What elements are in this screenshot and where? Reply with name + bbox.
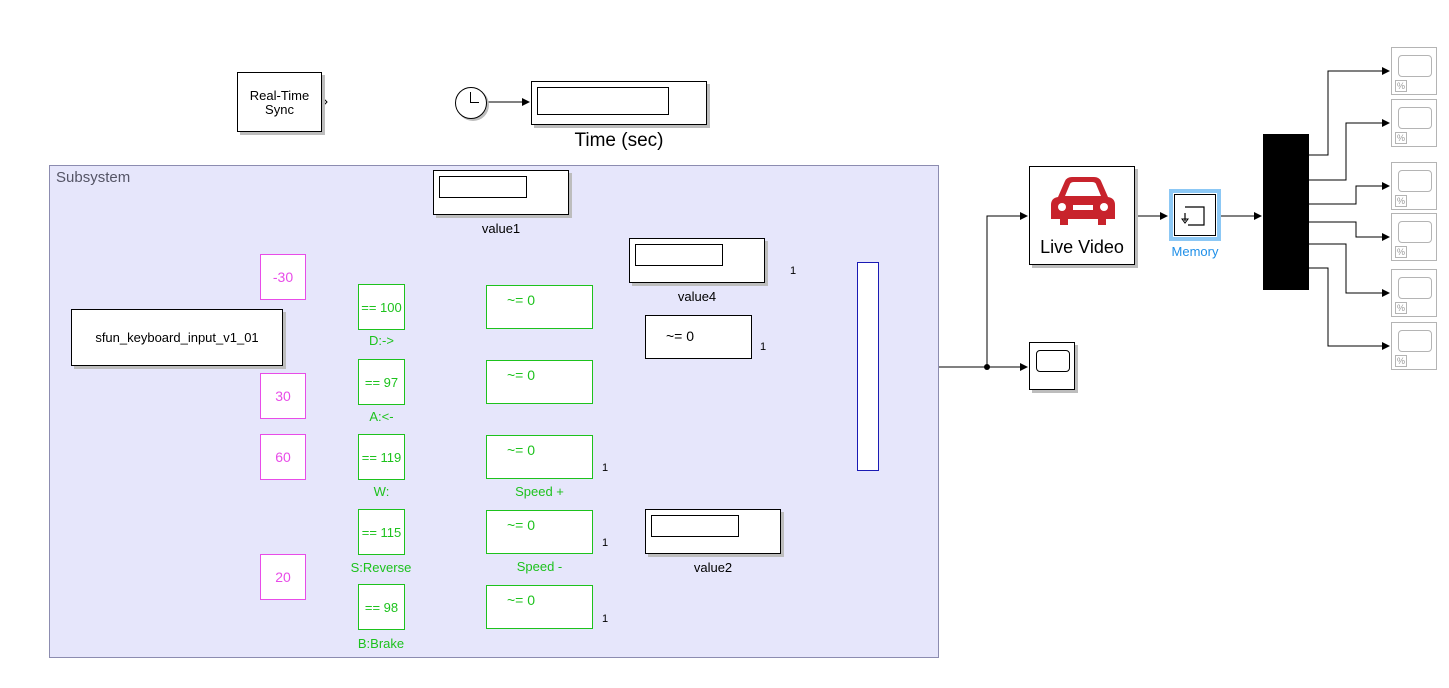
gray-scope-6[interactable]: %	[1391, 322, 1437, 370]
scope-percent-icon: %	[1395, 80, 1408, 92]
steer-switch-criteria: ~= 0	[666, 328, 695, 344]
port-number-label: 1	[602, 537, 609, 549]
switch-criteria: ~= 0	[507, 367, 536, 383]
compare-caption-d: D:->	[369, 333, 394, 348]
display-value2-readout	[651, 515, 739, 537]
realtime-sync-line1: Real-Time	[249, 88, 310, 103]
steer-switch-block[interactable]: ~= 0	[645, 315, 752, 359]
constant-block-minus30[interactable]: -30	[260, 254, 306, 300]
switch-criteria: ~= 0	[507, 592, 536, 608]
gray-scope-3[interactable]: %	[1391, 162, 1437, 210]
demux-to-scope2[interactable]	[1309, 119, 1390, 181]
switch-block-speed-plus[interactable]: ~= 0	[486, 435, 593, 479]
subsystem-title: Subsystem	[56, 169, 131, 186]
compare-block-w[interactable]: == 119	[358, 434, 405, 480]
compare-expr: == 119	[361, 449, 402, 465]
live-video-label: Live Video	[1040, 237, 1124, 257]
port-number-label: 1	[790, 265, 797, 277]
gray-scope-5[interactable]: %	[1391, 269, 1437, 317]
gray-scope-2[interactable]: %	[1391, 99, 1437, 147]
switch-block-brake[interactable]: ~= 0	[486, 585, 593, 629]
realtime-sync-block[interactable]: Real-Time Sync	[237, 72, 322, 132]
port-number-label: 1	[602, 462, 609, 474]
output-port-icon	[321, 96, 328, 108]
compare-block-d[interactable]: == 100	[358, 284, 405, 330]
compare-block-b[interactable]: == 98	[358, 584, 405, 630]
constant-block-30[interactable]: 30	[260, 373, 306, 419]
compare-expr: == 98	[364, 599, 399, 615]
switch-criteria: ~= 0	[507, 517, 536, 533]
live-video-block[interactable]: Live Video	[1029, 166, 1135, 265]
clock-icon	[470, 92, 471, 103]
time-display-block[interactable]	[531, 81, 707, 125]
constant-block-20[interactable]: 20	[260, 554, 306, 600]
compare-expr: == 97	[364, 374, 399, 390]
scope-percent-icon: %	[1395, 246, 1408, 258]
demux-to-scope4[interactable]	[1309, 221, 1390, 241]
port-number-label: 1	[602, 613, 609, 625]
demux-to-scope1[interactable]	[1309, 67, 1390, 156]
keyboard-input-label: sfun_keyboard_input_v1_01	[95, 330, 259, 345]
keyboard-input-sfunction[interactable]: sfun_keyboard_input_v1_01	[71, 309, 283, 366]
display-value4-readout	[635, 244, 723, 266]
display-value1[interactable]	[433, 170, 569, 215]
scope-percent-icon: %	[1395, 302, 1408, 314]
display-value1-caption: value1	[481, 221, 521, 236]
scope-percent-icon: %	[1395, 132, 1408, 144]
compare-block-s[interactable]: == 115	[358, 509, 405, 555]
mux-block[interactable]	[857, 262, 879, 471]
switch-block-speed-minus[interactable]: ~= 0	[486, 510, 593, 554]
memory-icon	[1181, 206, 1205, 226]
memory-block[interactable]	[1169, 189, 1221, 241]
constant-value: 30	[275, 388, 291, 404]
display-value2-caption: value2	[693, 560, 733, 575]
display-value4[interactable]	[629, 238, 765, 283]
demux-to-scope5[interactable]	[1309, 243, 1390, 297]
switch-caption-speed-minus: Speed -	[516, 559, 563, 574]
constant-value: 60	[275, 449, 291, 465]
compare-expr: == 100	[361, 299, 402, 315]
demux-to-scope6[interactable]	[1309, 267, 1390, 350]
gray-scope-4[interactable]: %	[1391, 213, 1437, 261]
scope-percent-icon: %	[1395, 355, 1408, 367]
compare-expr: == 115	[361, 524, 402, 540]
switch-criteria: ~= 0	[507, 292, 536, 308]
time-display-caption: Time (sec)	[574, 130, 664, 151]
compare-block-a[interactable]: == 97	[358, 359, 405, 405]
time-display-value	[537, 87, 669, 115]
compare-caption-w: W:	[373, 484, 390, 499]
constant-value: 20	[275, 569, 291, 585]
display-value2[interactable]	[645, 509, 781, 554]
demux-block[interactable]	[1263, 134, 1309, 290]
car-icon	[1051, 177, 1115, 225]
display-value1-readout	[439, 176, 527, 198]
display-value4-caption: value4	[677, 289, 717, 304]
clock-block[interactable]	[455, 87, 487, 119]
compare-caption-a: A:<-	[369, 409, 394, 424]
compare-caption-s: S:Reverse	[350, 560, 412, 575]
switch-block-2[interactable]: ~= 0	[486, 360, 593, 404]
subsystem-area[interactable]: Subsystem	[49, 165, 939, 658]
constant-value: -30	[272, 269, 294, 285]
switch-block-1[interactable]: ~= 0	[486, 285, 593, 329]
scope-percent-icon: %	[1395, 195, 1408, 207]
port-number-label: 1	[760, 341, 767, 353]
memory-caption: Memory	[1171, 244, 1219, 259]
mux-to-live-video[interactable]	[986, 212, 1028, 367]
scope-block[interactable]	[1029, 342, 1075, 390]
switch-caption-speed-plus: Speed +	[515, 484, 564, 499]
realtime-sync-line2: Sync	[265, 102, 294, 117]
scope-screen	[1036, 350, 1070, 372]
demux-to-scope3[interactable]	[1309, 182, 1390, 205]
switch-criteria: ~= 0	[507, 442, 536, 458]
gray-scope-1[interactable]: %	[1391, 47, 1437, 95]
clock-hand-icon	[470, 102, 479, 103]
constant-block-60[interactable]: 60	[260, 434, 306, 480]
compare-caption-b: B:Brake	[357, 636, 405, 651]
